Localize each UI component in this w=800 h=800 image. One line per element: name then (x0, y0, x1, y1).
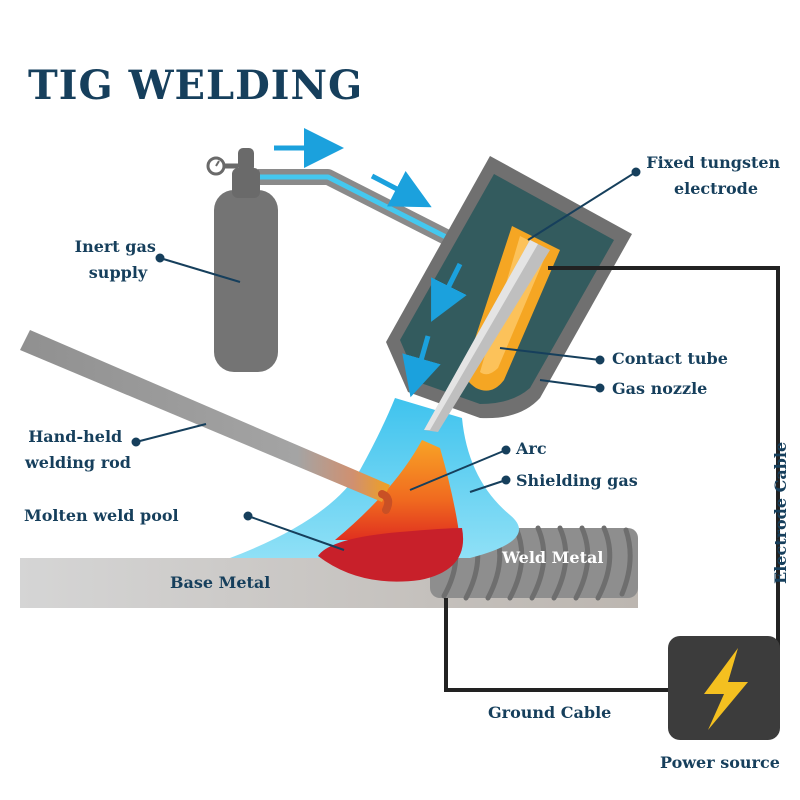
gas-flow-arrow (370, 171, 432, 208)
label-ground-cable: Ground Cable (488, 703, 611, 722)
gas-flow-arrow (402, 335, 441, 398)
label-weld-metal: Weld Metal (501, 548, 603, 567)
label-gas-nozzle: Gas nozzle (612, 379, 707, 398)
tungsten-electrode (424, 240, 550, 432)
label-molten-weld-pool: Molten weld pool (24, 506, 179, 525)
label-inert-gas-supply: Inert gas supply (75, 237, 162, 282)
label-arc: Arc (515, 439, 547, 458)
page-title: TIG WELDING (28, 62, 364, 109)
label-fixed-tungsten-electrode: Fixed tungsten electrode (646, 153, 786, 198)
gas-cylinder-icon (214, 148, 278, 372)
gas-flow-arrow (431, 262, 467, 322)
ground-cable (444, 598, 670, 692)
label-shielding-gas: Shielding gas (516, 471, 638, 490)
lightning-bolt-icon (704, 648, 748, 730)
arc-cone (335, 440, 460, 540)
pressure-gauge-icon (206, 156, 226, 176)
electrode-cable (548, 266, 780, 688)
hand-held-welding-rod (20, 330, 393, 514)
gas-hose (258, 169, 452, 246)
label-power-source: Power source (660, 753, 780, 772)
label-contact-tube: Contact tube (612, 349, 728, 368)
label-hand-held-welding-rod: Hand-held welding rod (24, 427, 131, 472)
label-electrode-cable: Electrode Cable (771, 442, 790, 584)
label-base-metal: Base Metal (170, 573, 270, 592)
molten-weld-pool (318, 528, 464, 582)
